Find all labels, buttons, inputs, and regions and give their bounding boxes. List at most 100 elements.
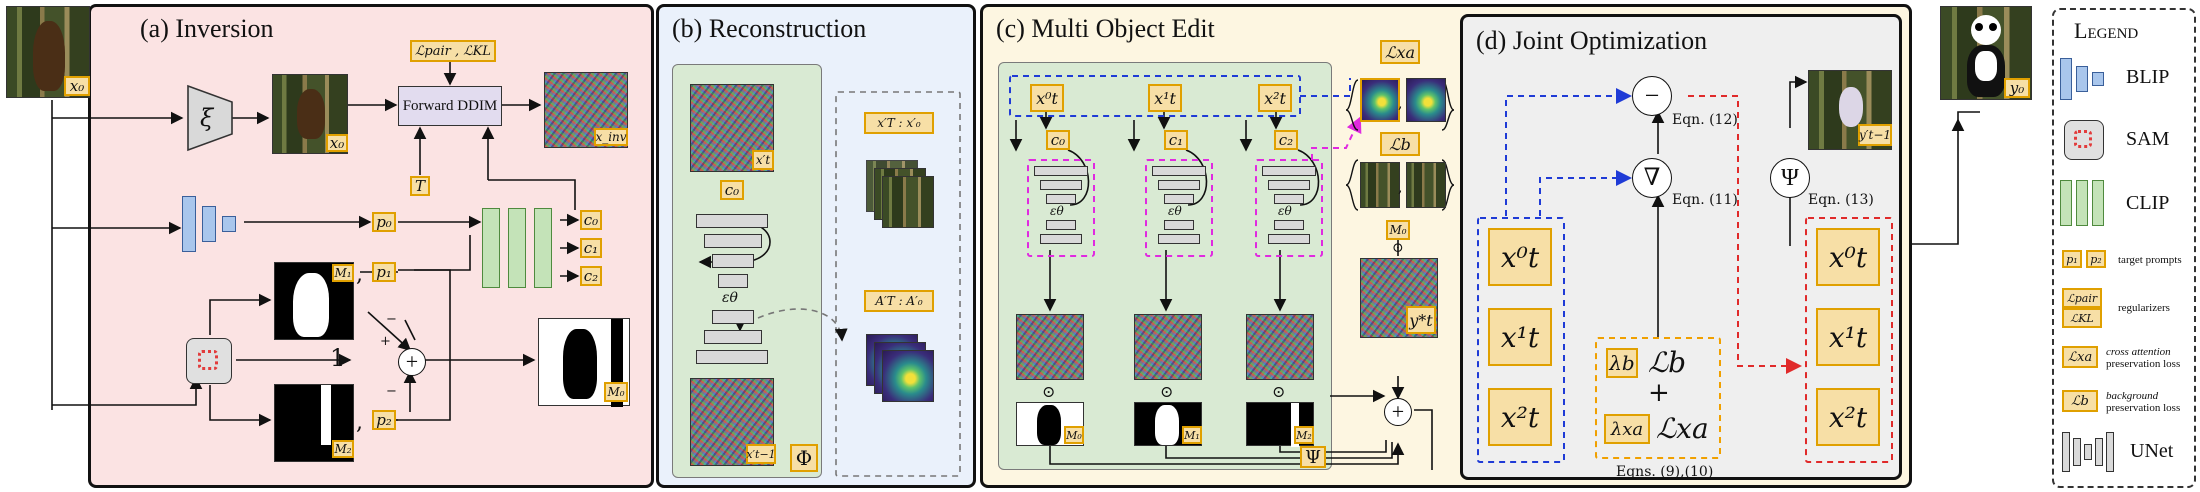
input-image [6,6,90,98]
grad-operator-symbol: ∇ [1643,165,1661,191]
mask-m0 [538,318,630,407]
legend-unet-label: UNet [2130,440,2174,462]
t-tag: T [410,176,430,196]
output-y0-tag: y₀ [2004,78,2030,98]
legend-background: background [2106,390,2159,402]
forward-ddim-label: Forward DDIM [402,97,498,114]
odot-1: ⊙ [1160,382,1174,401]
unet-b-bar-2 [704,234,762,248]
m1-tag: M₁ [332,264,354,282]
edit-c2-tag: c₂ [1274,130,1298,150]
unet-edit-1-eps: εθ [1168,204,1182,218]
joint-yt1-tag: y′t−1 [1858,124,1892,146]
edit-yt-tag: y*t [1406,306,1436,334]
edit-pred-0 [1016,314,1084,380]
edit-lb-tag: ℒb [1380,132,1420,156]
comma-2: , [356,410,363,435]
edit-sum-operator: + [1384,398,1412,426]
unet-edit-0: εθ [1030,166,1092,252]
unet-edit-1: εθ [1148,166,1210,252]
edit-sum-operator-symbol: + [1391,399,1405,424]
unet-b-bar-7 [696,350,768,364]
xi-symbol: ξ [200,104,214,132]
legend-target-prompts: target prompts [2118,254,2182,266]
p0-tag: p₀ [372,212,396,232]
c1-tag: c₁ [580,238,602,258]
edit-mb-tag: M₀ [1386,220,1410,240]
legend-regularizers: regularizers [2118,302,2170,314]
eq11-label: Eqn. (11) [1672,192,1738,208]
edit-c1-tag: c₁ [1164,130,1188,150]
unet-b-bar-1 [696,214,768,228]
unet-b-bar-4 [718,274,748,288]
p2-tag: p₂ [372,410,396,430]
x0-tag: x₀ [326,134,348,152]
edit-pred-2 [1246,314,1314,380]
legend-sam-label: SAM [2126,128,2170,150]
legend-sam-icon [2064,120,2104,160]
unet-b-bar-5 [712,310,754,324]
joint-left-x0: x⁰t [1488,228,1552,286]
minus-label-2: − [386,384,397,399]
edit-x0-tag: x⁰t [1030,84,1064,112]
reconstruction-xt-tag: x′t [752,150,774,170]
lb-dot: , [1398,180,1403,196]
joint-right-x1: x¹t [1816,308,1880,366]
lxa-attn-2 [1406,78,1446,122]
joint-right-x0: x⁰t [1816,228,1880,286]
sam-module [186,338,232,384]
reconstruction-xt1-tag: x′t−1 [746,444,776,464]
eq13-label: Eqn. (13) [1808,192,1874,208]
eq910-label: Eqns. (9),(10) [1616,464,1714,480]
odot-0: ⊙ [1042,382,1056,401]
m0-tag: M₀ [604,382,628,402]
legend-blip-icon [2060,58,2110,100]
forward-ddim-box: Forward DDIM [398,86,502,126]
legend-p2-tag: p₂ [2086,250,2106,268]
unet-edit-2: εθ [1258,166,1320,252]
legend-lpair-tag: ℒpair [2062,288,2102,308]
panel-d-title: (d) Joint Optimization [1476,26,1708,55]
legend-lxa-tag: ℒxa [2062,346,2098,368]
edit-lxa-tag: ℒxa [1380,40,1420,64]
xinv-tag: x_inv [594,128,628,146]
legend-blip-label: BLIP [2126,66,2170,88]
eq12-label: Eqn. (12) [1672,112,1738,128]
p1-tag: p₁ [372,262,396,282]
reconstruction-c0-tag: c₀ [720,180,744,200]
lb-img-1 [1360,162,1400,208]
unet-b-bar-6 [704,330,762,344]
lb-term: ℒb [1648,346,1687,379]
legend-preservation-loss: preservation loss [2106,358,2181,370]
phi-tag: Φ [790,444,818,472]
unet-b-eps: εθ [722,290,738,306]
unet-edit-2-eps: εθ [1278,204,1292,218]
one-label: 1 [330,344,346,372]
attention-stack-3 [882,350,934,402]
joint-left-x1: x¹t [1488,308,1552,366]
unet-b-bar-3 [712,254,754,268]
edit-m0-tag: M₀ [1064,426,1084,444]
panel-b-title: (b) Reconstruction [672,14,867,43]
edit-pred-1 [1134,314,1202,380]
edit-mb-odot: ⊙ [1392,240,1404,256]
lb-img-2 [1406,162,1446,208]
lxa-attn-1 [1360,78,1400,122]
c0-tag: c₀ [580,210,602,230]
edit-mask-m2 [1246,402,1314,447]
sequence-stack-3 [882,176,934,228]
legend-lkl-tag: ℒKL [2062,308,2102,328]
legend-p1-tag: p₁ [2062,250,2082,268]
c2-tag: c₂ [580,266,602,286]
sum-operator: + [398,348,426,376]
edit-x1-tag: x¹t [1148,84,1182,112]
lxa-dot: , [1398,96,1403,112]
psi-operator: Ψ [1770,158,1810,198]
comma-1: , [356,262,363,287]
edit-c0-tag: c₀ [1046,130,1070,150]
edit-yt-image [1360,258,1438,338]
legend-clip-icon [2060,180,2106,226]
edit-m2-tag: M₂ [1294,426,1314,444]
edit-m1-tag: M₁ [1182,426,1202,444]
